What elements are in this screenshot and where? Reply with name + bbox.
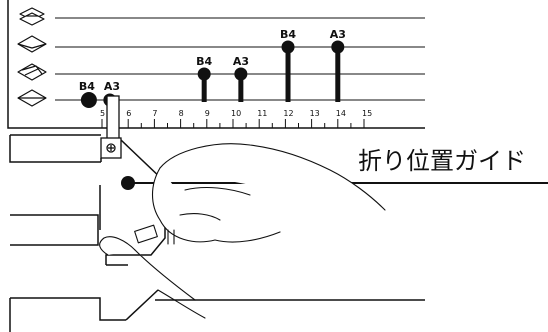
ruler: 5 6 7 8 9 10 11 12 13 14 15	[95, 109, 380, 129]
marker-label: A3	[233, 55, 249, 68]
fold-type-4-icon	[17, 89, 47, 107]
marker-label: A3	[330, 28, 346, 41]
ruler-tick-label: 9	[205, 109, 210, 118]
guide-slider[interactable]	[100, 95, 122, 159]
ruler-tick-label: 15	[362, 109, 372, 118]
size-marker-b4: B4	[79, 80, 97, 108]
ruler-tick-label: 14	[336, 109, 346, 118]
marker-label: B4	[280, 28, 296, 41]
marker-label: A3	[104, 80, 120, 93]
marker-stem	[285, 47, 291, 102]
fold-icons	[17, 7, 47, 107]
marker-dot	[197, 67, 211, 81]
guide-position-dot	[121, 176, 135, 190]
marker-dot	[80, 92, 97, 108]
marker-dot	[331, 40, 345, 54]
ruler-tick-label: 6	[126, 109, 131, 118]
folding-machine-outline	[9, 134, 166, 332]
marker-label: B4	[196, 55, 212, 68]
marker-dot	[234, 67, 248, 81]
fold-type-3-icon	[17, 63, 47, 81]
fold-type-1-icon	[19, 7, 45, 26]
ruler-tick-label: 8	[179, 109, 184, 118]
size-marker-b4: B4	[280, 28, 296, 102]
marker-stem	[238, 74, 244, 102]
size-marker-b4: B4	[196, 55, 213, 102]
ruler-tick-label: 13	[310, 109, 320, 118]
ruler-tick-label: 10	[231, 109, 241, 118]
fold-type-2-icon	[17, 35, 47, 53]
size-marker-a3: A3	[233, 55, 249, 102]
hand-illustration	[99, 143, 386, 319]
guide-label: 折り位置ガイド	[358, 147, 526, 175]
ruler-tick-label: 11	[257, 109, 267, 118]
marker-dot	[281, 40, 295, 54]
marker-label: B4	[79, 80, 95, 93]
marker-stem	[201, 74, 207, 102]
ruler-tick-label: 12	[283, 109, 293, 118]
ruler-tick-label: 5	[100, 109, 105, 118]
marker-stem	[335, 47, 341, 102]
ruler-tick-label: 7	[152, 109, 157, 118]
size-marker-a3: A3	[330, 28, 346, 102]
